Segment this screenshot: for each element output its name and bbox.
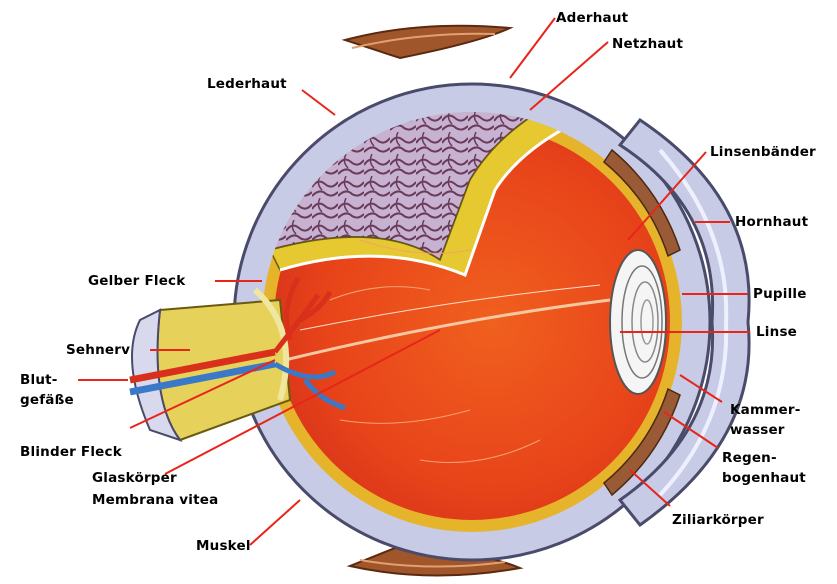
label-blutgefaesse-2: gefäße <box>20 392 74 408</box>
label-blutgefaesse-1: Blut- <box>20 372 58 388</box>
label-netzhaut: Netzhaut <box>612 36 683 52</box>
lens <box>610 250 666 394</box>
label-aderhaut: Aderhaut <box>556 10 629 26</box>
label-linse: Linse <box>756 324 797 340</box>
label-hornhaut: Hornhaut <box>735 214 809 230</box>
label-regenbogenhaut-1: Regen- <box>722 450 777 466</box>
label-pupille: Pupille <box>753 286 807 302</box>
upper-muscle <box>345 26 510 58</box>
label-muskel: Muskel <box>196 538 251 554</box>
label-lederhaut: Lederhaut <box>207 76 287 92</box>
label-blinder-fleck: Blinder Fleck <box>20 444 123 460</box>
label-linsenbaender: Linsenbänder <box>710 144 816 160</box>
label-gelber-fleck: Gelber Fleck <box>88 273 186 289</box>
label-kammerwasser-2: wasser <box>730 422 785 438</box>
label-sehnerv: Sehnerv <box>66 342 130 358</box>
label-glaskoerper-1: Glaskörper <box>92 470 177 486</box>
label-kammerwasser-1: Kammer- <box>730 402 801 418</box>
label-regenbogenhaut-2: bogenhaut <box>722 470 806 486</box>
label-glaskoerper-2: Membrana vitea <box>92 492 218 508</box>
label-ziliarkoerper: Ziliarkörper <box>672 512 764 528</box>
